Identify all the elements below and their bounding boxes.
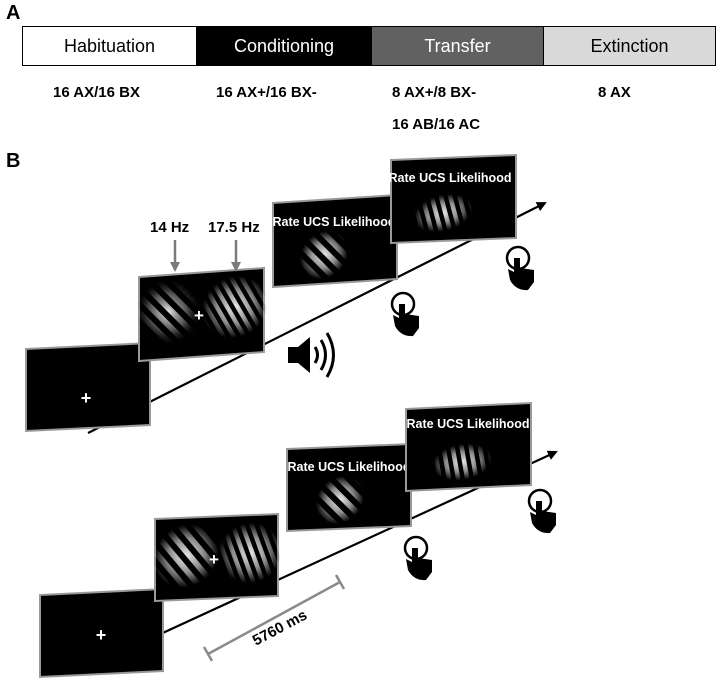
panel-a-label: A bbox=[6, 2, 21, 24]
phase-conditioning-label: Conditioning bbox=[233, 35, 335, 56]
grating-14hz bbox=[140, 511, 232, 601]
fixation-cross: + bbox=[96, 625, 107, 645]
freq-label-17hz: 17.5 Hz bbox=[208, 219, 260, 236]
fixation-screen-bottom: + bbox=[39, 587, 164, 679]
speaker-icon bbox=[288, 332, 335, 378]
fixation-cross: + bbox=[194, 306, 204, 325]
rating-prompt: Rate UCS Likelihood bbox=[389, 171, 512, 185]
grating-rating bbox=[409, 187, 477, 239]
fixation-cross: + bbox=[209, 550, 219, 569]
phase-habituation-label: Habituation bbox=[63, 35, 156, 56]
fixation-cross: + bbox=[81, 388, 92, 408]
freq-label-14hz: 14 Hz bbox=[150, 219, 189, 236]
rating-prompt: Rate UCS Likelihood bbox=[273, 215, 396, 229]
habituation-trials: 16 AX/16 BX bbox=[53, 84, 140, 101]
rating-prompt: Rate UCS Likelihood bbox=[288, 460, 411, 474]
panel-b-label: B bbox=[6, 150, 21, 172]
phase-extinction: Extinction bbox=[544, 26, 716, 66]
tap-hand-icon bbox=[527, 488, 556, 534]
timeline-arrow-top bbox=[87, 202, 547, 434]
grating-rating bbox=[290, 221, 358, 289]
grating-screen-bottom: + bbox=[140, 511, 291, 603]
phase-transfer-label: Transfer bbox=[424, 35, 491, 56]
conditioning-trials: 16 AX+/16 BX- bbox=[216, 84, 317, 101]
tap-hand-icon bbox=[505, 245, 534, 291]
tap-hand-icon bbox=[403, 535, 432, 581]
phase-extinction-label: Extinction bbox=[590, 35, 669, 56]
extinction-trials: 8 AX bbox=[598, 84, 631, 101]
transfer-trials-2: 16 AB/16 AC bbox=[392, 116, 481, 133]
rating-screen-bottom-2: Rate UCS Likelihood bbox=[405, 401, 532, 493]
rating-screen-top-1: Rate UCS Likelihood bbox=[272, 193, 398, 289]
grating-17hz bbox=[209, 513, 291, 593]
tap-hand-icon bbox=[390, 291, 419, 337]
phase-conditioning: Conditioning bbox=[197, 26, 372, 66]
transfer-trials-1: 8 AX+/8 BX- bbox=[392, 84, 477, 101]
fixation-screen-top: + bbox=[25, 341, 151, 433]
duration-label: 5760 ms bbox=[250, 607, 310, 650]
rating-screen-top-2: Rate UCS Likelihood bbox=[389, 153, 517, 245]
grating-screen-top: + bbox=[119, 263, 280, 363]
grating-14hz bbox=[119, 263, 217, 361]
grating-17hz bbox=[190, 264, 280, 350]
phase-bar: Habituation Conditioning Transfer Extinc… bbox=[22, 26, 716, 66]
phase-transfer: Transfer bbox=[372, 26, 544, 66]
rating-prompt: Rate UCS Likelihood bbox=[407, 417, 530, 431]
grating-rating bbox=[429, 439, 495, 485]
phase-habituation: Habituation bbox=[22, 26, 197, 66]
rating-screen-bottom-1: Rate UCS Likelihood bbox=[286, 442, 412, 534]
grating-rating bbox=[306, 466, 374, 534]
